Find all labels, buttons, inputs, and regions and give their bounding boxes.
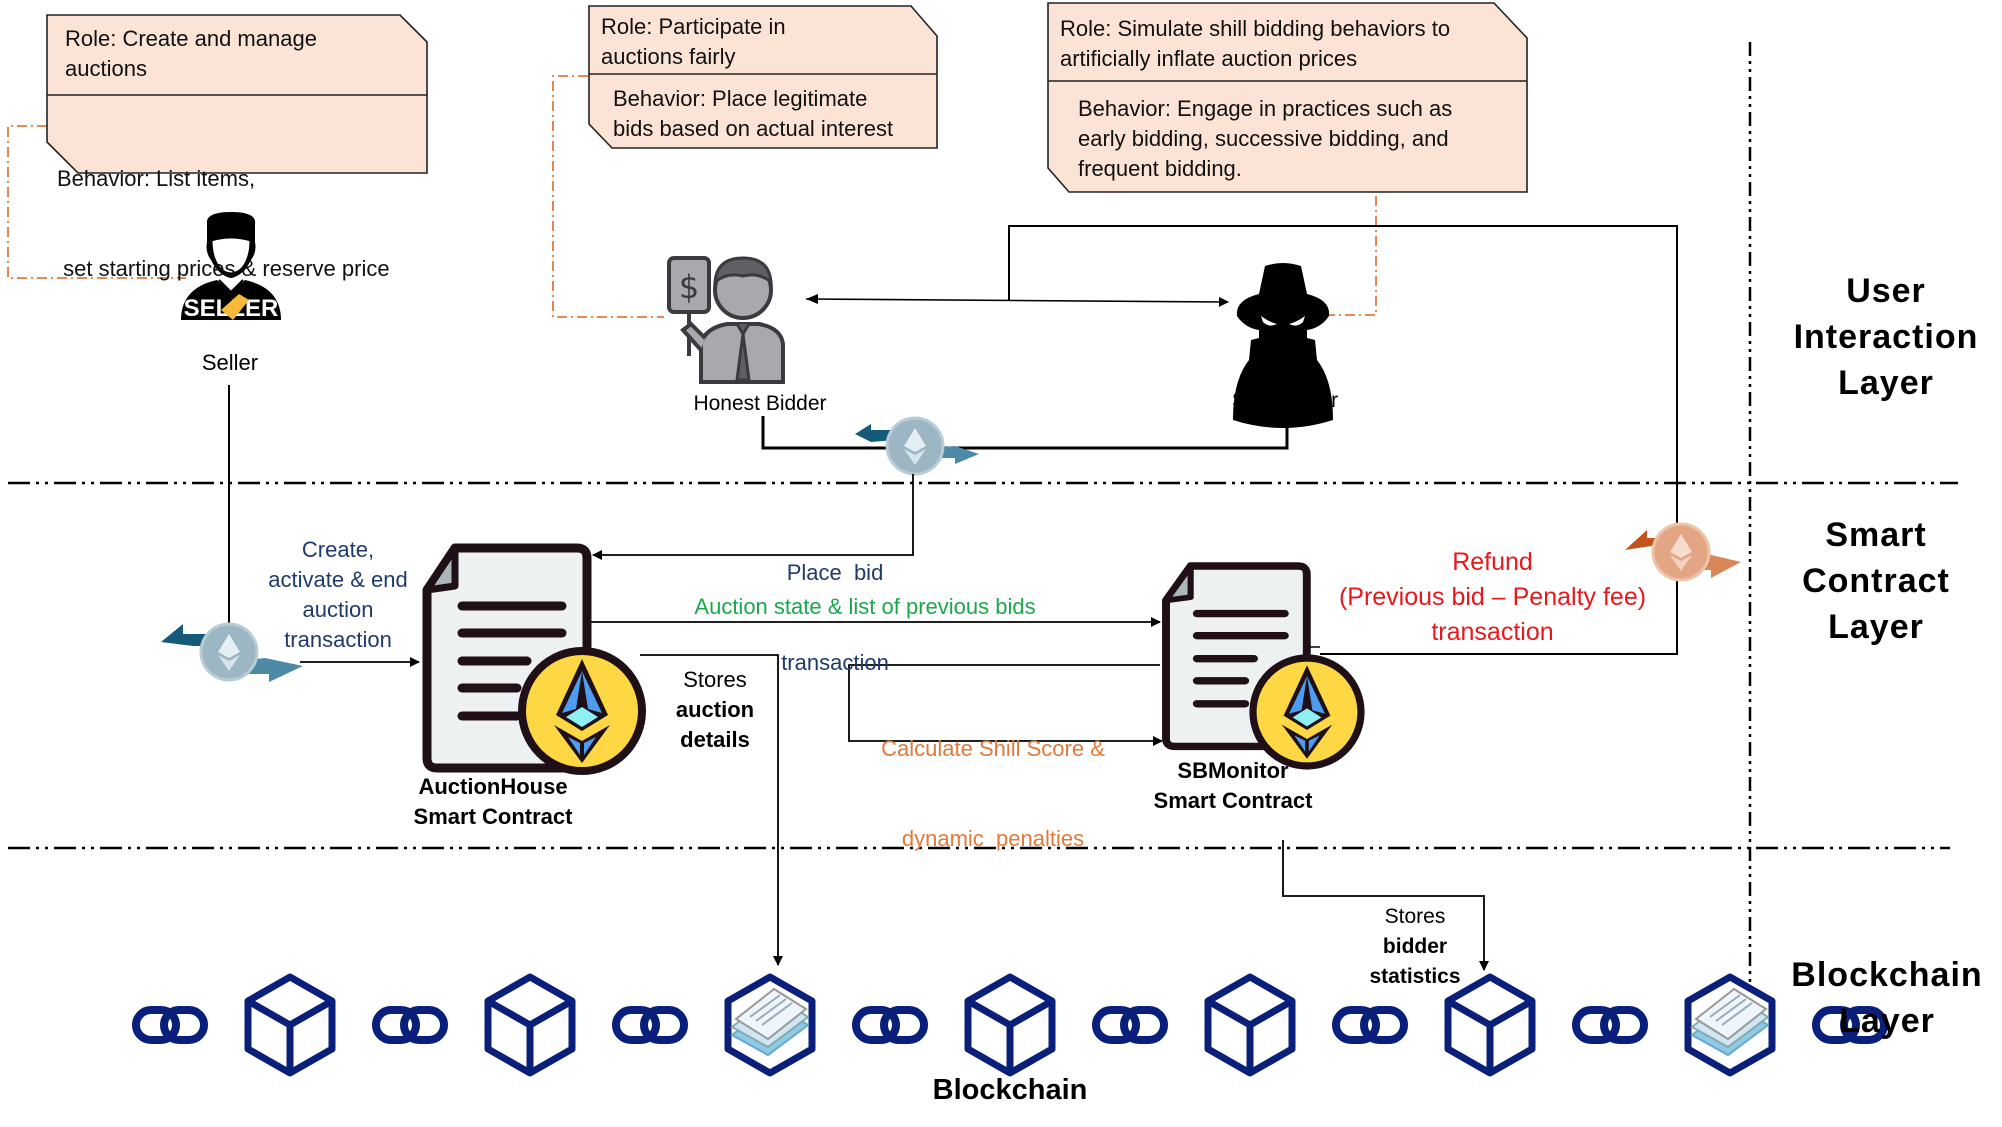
- auction-house-label: AuctionHouse Smart Contract: [388, 772, 598, 832]
- chain-link-icon: [136, 1010, 204, 1040]
- chain-link-icon: [616, 1010, 684, 1040]
- refund-line-3: transaction: [1431, 618, 1554, 646]
- auction-house-line-1: AuctionHouse: [418, 774, 568, 799]
- stores-auction-line-2: auction: [675, 697, 755, 722]
- refund-label: Refund (Previous bid – Penalty fee) tran…: [1320, 545, 1665, 650]
- stores-bidder-line-1: Stores: [1384, 905, 1446, 928]
- block-cube-icon: [1208, 977, 1292, 1073]
- stores-bidder-label: Stores bidder statistics: [1360, 902, 1470, 992]
- contract-layer-line-1: Smart: [1825, 516, 1927, 554]
- seller-card: [46, 14, 428, 174]
- stores-bidder-line-2: bidder: [1382, 935, 1448, 958]
- chain-link-icon: [376, 1010, 444, 1040]
- place-bid-line-1: Place bid: [786, 560, 884, 585]
- stores-bidder-arrow: [1282, 840, 1489, 971]
- honest-shill-link: [805, 296, 1229, 307]
- shill-score-label: Calculate Shill Score & dynamic penaltie…: [858, 674, 1128, 914]
- refund-coin-icon: [1625, 522, 1741, 582]
- create-tx-label: Create, activate & end auction transacti…: [248, 535, 428, 655]
- shill-bidder-label: Shill Bidder: [1231, 389, 1339, 412]
- chain-link-icon: [1576, 1010, 1644, 1040]
- shill-score-loop: [848, 664, 1163, 746]
- stores-auction-label: Stores auction details: [660, 665, 770, 755]
- chain-link-icon: [1336, 1010, 1404, 1040]
- create-tx-line-3: auction: [302, 597, 374, 622]
- block-cube-icon: [248, 977, 332, 1073]
- create-tx-line-1: Create,: [301, 537, 375, 562]
- user-layer-line-2: Interaction: [1793, 318, 1979, 356]
- stores-auction-arrow: [640, 654, 783, 966]
- auction-state-label: Auction state & list of previous bids: [694, 594, 1036, 619]
- block-cube-icon: [488, 977, 572, 1073]
- shill-card-text: Role: Simulate shill bidding behaviors t…: [1048, 10, 1527, 188]
- auction-house-line-2: Smart Contract: [413, 804, 573, 829]
- chain-link-icon: [856, 1010, 924, 1040]
- seller-behavior-line-2: set starting prices & reserve price: [57, 256, 390, 281]
- bidders-to-coin-link: [761, 416, 1289, 450]
- blockchain-label: Blockchain: [932, 1074, 1088, 1106]
- seller-card-text: Role: Create and manage auctions Behavio…: [47, 20, 427, 348]
- chain-layer-line-2: Layer: [1839, 1002, 1935, 1040]
- chain-layer-line-1: Blockchain: [1791, 956, 1983, 994]
- bid-coin-icon: [855, 416, 979, 476]
- contract-layer-line-2: Contract: [1802, 562, 1950, 600]
- honest-bidder-icon: $: [667, 256, 785, 384]
- chain-link-icon: [1096, 1010, 1164, 1040]
- auction-house-eth-icon: [522, 651, 642, 771]
- seller-card-connector: [7, 125, 186, 279]
- sbmonitor-line-2: Smart Contract: [1153, 788, 1313, 813]
- shill-behavior-line-1: Behavior: Engage in practices such as: [1078, 96, 1453, 121]
- stores-auction-line-1: Stores: [683, 667, 747, 692]
- honest-card-connector: [552, 75, 664, 318]
- block-cube-icon: [968, 977, 1052, 1073]
- stores-bidder-line-3: statistics: [1369, 965, 1461, 988]
- shill-bidder-icon: [1233, 263, 1333, 428]
- stores-auction-line-3: details: [680, 727, 750, 752]
- user-layer-line-1: User: [1846, 272, 1926, 310]
- honest-role-line-1: Role: Participate in: [601, 14, 786, 39]
- honest-behavior-line-1: Behavior: Place legitimate: [613, 86, 868, 111]
- shill-score-line-1: Calculate Shill Score &: [881, 736, 1105, 761]
- seller-coin-icon: [161, 622, 303, 682]
- shill-score-line-2: dynamic penalties: [901, 826, 1085, 851]
- shill-refund-loop: [1008, 225, 1678, 655]
- place-bid-arrow: [592, 474, 914, 560]
- sbmonitor-label: SBMonitor Smart Contract: [1128, 756, 1338, 816]
- blockchain-chain: [136, 977, 1884, 1073]
- honest-card: [588, 5, 938, 149]
- user-interaction-layer-label: User Interaction Layer: [1770, 268, 2002, 406]
- seller-behavior-line-1: Behavior: List items,: [57, 166, 256, 191]
- contract-layer-line-3: Layer: [1828, 608, 1924, 646]
- seller-role-line-1: Role: Create and manage: [65, 26, 317, 51]
- shill-role-line-1: Role: Simulate shill bidding behaviors t…: [1060, 16, 1451, 41]
- shill-card: [1047, 2, 1528, 193]
- shill-card-connector: [1320, 196, 1377, 316]
- create-tx-line-2: activate & end: [268, 567, 408, 592]
- honest-role-line-2: auctions fairly: [601, 44, 736, 69]
- data-block-icon: [1688, 977, 1772, 1073]
- seller-label: Seller: [201, 350, 259, 375]
- sbmonitor-line-1: SBMonitor: [1177, 758, 1289, 783]
- honest-bidder-label: Honest Bidder: [693, 392, 827, 415]
- user-layer-line-3: Layer: [1838, 364, 1934, 402]
- place-bid-line-2: transaction: [781, 650, 889, 675]
- create-tx-line-4: transaction: [284, 627, 392, 652]
- seller-role-line-2: auctions: [65, 56, 147, 81]
- shill-behavior-line-2: early bidding, successive bidding, and: [1078, 126, 1449, 151]
- place-bid-label: Place bid transaction: [760, 498, 910, 738]
- blockchain-layer-label: Blockchain Layer: [1772, 952, 2002, 1044]
- refund-line-1: Refund: [1452, 548, 1533, 576]
- shill-behavior-line-3: frequent bidding.: [1078, 156, 1242, 181]
- refund-line-2: (Previous bid – Penalty fee): [1338, 583, 1647, 611]
- svg-text:$: $: [679, 268, 699, 306]
- smart-contract-layer-label: Smart Contract Layer: [1760, 512, 1992, 650]
- seller-icon: SELLER: [181, 212, 281, 322]
- honest-behavior-line-2: bids based on actual interest: [613, 116, 894, 141]
- sbmonitor-eth-icon: [1253, 658, 1361, 766]
- shill-role-line-2: artificially inflate auction prices: [1060, 46, 1358, 71]
- data-block-icon: [728, 977, 812, 1073]
- honest-card-text: Role: Participate in auctions fairly Beh…: [589, 8, 937, 148]
